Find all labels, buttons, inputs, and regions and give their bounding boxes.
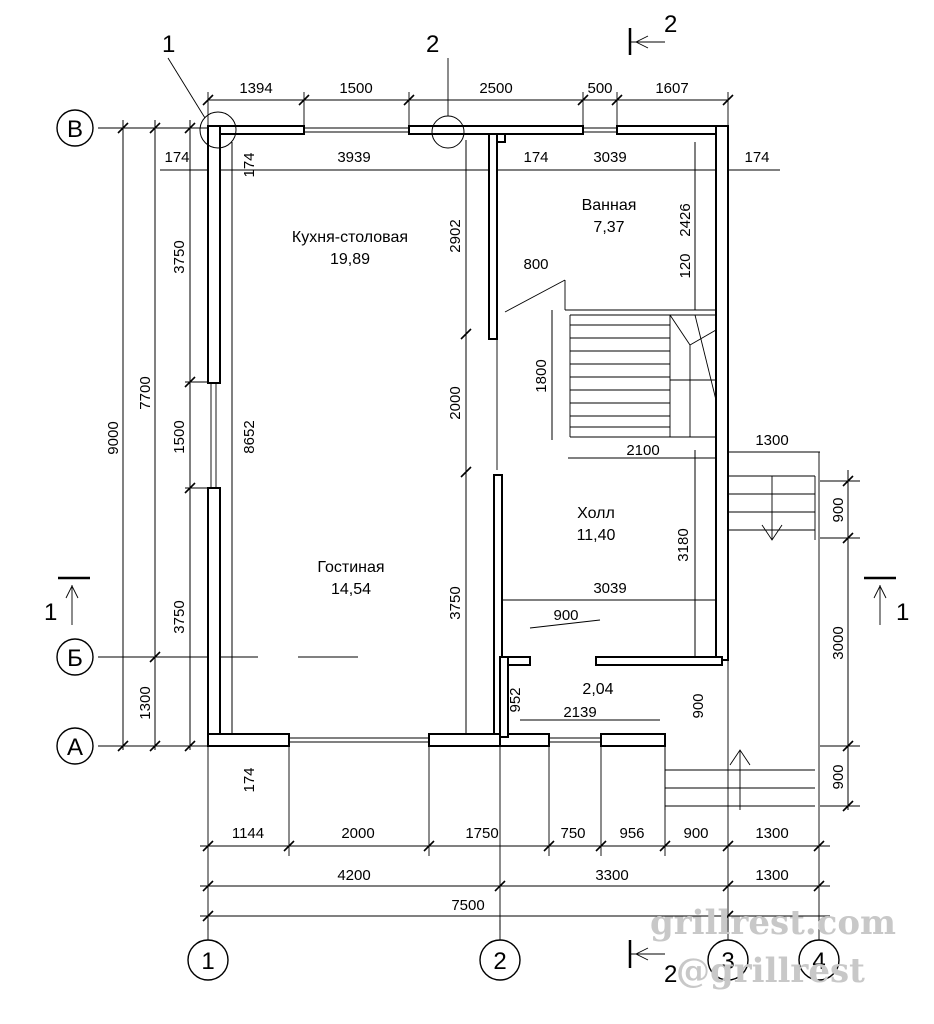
dim-left-outer: 9000 <box>105 421 122 454</box>
dim-top-3: 2500 <box>479 80 512 97</box>
section-label-1-left: 1 <box>44 599 57 626</box>
room-area-living: 14,54 <box>331 581 371 598</box>
dim-left-174: 174 <box>241 152 258 177</box>
node-callout-2: 2 <box>426 31 439 58</box>
entry-steps-right <box>728 475 816 541</box>
section-label-2-top: 2 <box>664 11 677 38</box>
dim-right-900-bottom: 900 <box>830 764 847 789</box>
dim-vest-952: 952 <box>507 687 524 712</box>
dim-top-1: 1394 <box>239 80 272 97</box>
dim-b1-1750: 1750 <box>465 825 498 842</box>
room-name-living: Гостиная <box>317 559 384 576</box>
dim-b1-750: 750 <box>560 825 585 842</box>
dim-inner-4: 3039 <box>593 149 626 166</box>
watermark-handle: @grillrest <box>676 951 865 991</box>
room-labels: Кухня-столовая 19,89 Ванная 7,37 Гостина… <box>292 197 636 698</box>
dim-hall-3180: 3180 <box>675 528 692 561</box>
axis-label-4: 4 <box>812 948 825 975</box>
dim-center-2000: 2000 <box>447 386 464 419</box>
axis-label-v: В <box>67 116 83 143</box>
watermark: grillrest.com @grillrest <box>650 903 896 991</box>
staircase <box>564 280 717 438</box>
dim-b1-1144: 1144 <box>232 825 264 842</box>
axis-label-3: 3 <box>721 948 734 975</box>
dim-left-3750-bottom: 3750 <box>171 600 188 633</box>
dim-bath-2426: 2426 <box>677 203 694 236</box>
dim-stair-2100: 2100 <box>626 442 659 459</box>
dim-right-3000: 3000 <box>830 626 847 659</box>
dim-b2-4200: 4200 <box>337 867 370 884</box>
dim-hall-1300: 1300 <box>755 432 788 449</box>
dim-vest-900: 900 <box>690 693 707 718</box>
axis-label-1: 1 <box>201 948 214 975</box>
dim-inner-1: 174 <box>164 149 189 166</box>
room-name-bathroom: Ванная <box>582 197 637 214</box>
watermark-site: grillrest.com <box>650 903 896 943</box>
dim-top-2: 1500 <box>339 80 372 97</box>
dim-b2-3300: 3300 <box>595 867 628 884</box>
section-label-1-right: 1 <box>896 599 909 626</box>
dim-b1-2000: 2000 <box>341 825 374 842</box>
dim-door-900: 900 <box>553 607 578 624</box>
dim-top-5: 1607 <box>655 80 688 97</box>
room-name-kitchen: Кухня-столовая <box>292 229 408 246</box>
dim-vest-2139: 2139 <box>563 704 596 721</box>
walls <box>207 125 729 747</box>
dim-inner-5: 174 <box>744 149 769 166</box>
section-markers: 2 2 1 1 <box>44 11 909 988</box>
room-area-kitchen: 19,89 <box>330 251 370 268</box>
room-area-vestibule: 2,04 <box>582 681 613 698</box>
dim-center-2902: 2902 <box>447 219 464 252</box>
dim-bottom-174: 174 <box>241 767 258 792</box>
dim-left-3750-top: 3750 <box>171 240 188 273</box>
room-area-bathroom: 7,37 <box>593 219 624 236</box>
axis-label-a: А <box>67 734 83 761</box>
dim-inner-3: 174 <box>523 149 548 166</box>
dim-b2-1300: 1300 <box>755 867 788 884</box>
node-callout-1: 1 <box>162 31 175 58</box>
dim-total-7500: 7500 <box>451 897 484 914</box>
dim-inner-2: 3939 <box>337 149 370 166</box>
dim-top-4: 500 <box>587 80 612 97</box>
dim-b1-956: 956 <box>619 825 644 842</box>
dim-hall-3039: 3039 <box>593 580 626 597</box>
dimension-lines <box>98 92 860 940</box>
dim-left-1300: 1300 <box>137 686 154 719</box>
dim-bath-120: 120 <box>677 253 694 278</box>
dim-b1-1300: 1300 <box>755 825 788 842</box>
dim-left-8652: 8652 <box>241 420 258 453</box>
dim-left-mid: 7700 <box>137 376 154 409</box>
dim-right-900-top: 900 <box>830 497 847 522</box>
dim-door-800: 800 <box>523 256 548 273</box>
dim-b1-900: 900 <box>683 825 708 842</box>
room-name-hall: Холл <box>577 505 615 522</box>
dim-left-1500: 1500 <box>171 420 188 453</box>
dim-stair-1800: 1800 <box>533 359 550 392</box>
section-label-2-bottom: 2 <box>664 961 677 988</box>
axis-label-b: Б <box>67 645 83 672</box>
dim-center-3750: 3750 <box>447 586 464 619</box>
dimension-labels: 1394 1500 2500 500 1607 174 3939 174 303… <box>105 80 847 914</box>
room-area-hall: 11,40 <box>577 527 616 544</box>
entry-steps-bottom <box>664 746 815 810</box>
axis-label-2: 2 <box>493 948 506 975</box>
axis-markers: В Б А 1 2 3 4 1 2 <box>56 31 840 981</box>
